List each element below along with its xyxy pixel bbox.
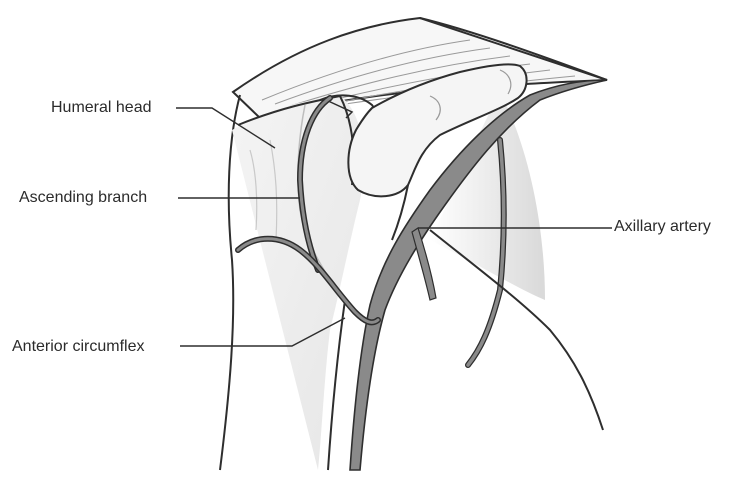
humeral-head-label: Humeral head [51, 99, 152, 117]
anterior-circumflex-label: Anterior circumflex [12, 338, 144, 356]
ascending-branch-label: Ascending branch [19, 189, 147, 207]
axillary-artery-label: Axillary artery [614, 218, 711, 236]
